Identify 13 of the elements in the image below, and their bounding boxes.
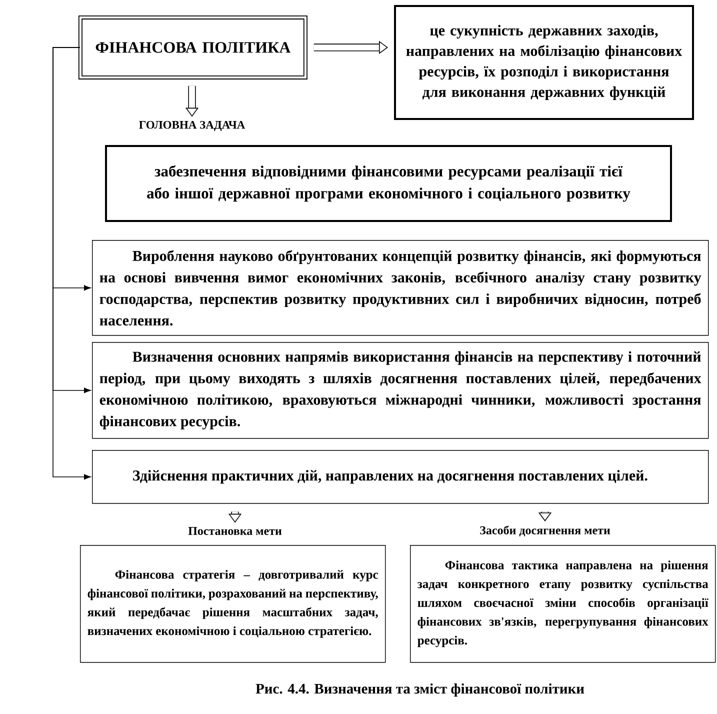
strategy-box: Фінансова стратегія – довготривалий курс фінансової політики, розрахований на перспективу, який передбачає рішення масштабних задач, визначених економічною і соціальною стратегією. <box>80 545 386 663</box>
tactics-box: Фінансова тактика направлена на рішення задач конкретного етапу розвитку суспільства шляхом своєчасної зміни способів організації фінансових зв'язків, перегрупування фінансових ресурсів. <box>410 545 716 663</box>
text-box: Вироблення науково обґрунтованих концепцій розвитку фінансів, які формуються на основі вивчення вимог економічних законів, всебічного аналізу стану розвитку господарства, перспектив розвитку продуктивних сил і виробничих відносин, потреб населення. <box>92 240 709 336</box>
goal-label: Постановка мети <box>188 527 282 535</box>
text-box: Визначення основних напрямів використання фінансів на перспективу і поточний період, при цьому виходять з шляхів досягнення поставлених цілей, передбачених економічною політикою, враховуються міжнародні чинники, можливості зростання фінансових ресурсів. <box>92 342 709 439</box>
task-box: забезпечення відповідними фінансовими ресурсами реалізації тієї або іншої державної програми економічного і соціального розвитку <box>105 145 672 222</box>
definition-box: це сукупність державних заходів, направлених на мобілізацію фінансових ресурсів, їх розподіл і використання для виконання державних функцій <box>394 5 694 120</box>
caption: Рис. 4.4. Визначення та зміст фінансової політики <box>256 683 584 697</box>
text-box: Здійснення практичних дій, направлених на досягнення поставлених цілей. <box>92 450 709 504</box>
title-box: ФІНАНСОВА ПОЛІТИКА <box>78 15 308 80</box>
connector-arrow <box>52 47 91 480</box>
goal-label: Засоби досягнення мети <box>480 526 610 536</box>
heading-label: ГОЛОВНА ЗАДАЧА <box>139 120 246 132</box>
